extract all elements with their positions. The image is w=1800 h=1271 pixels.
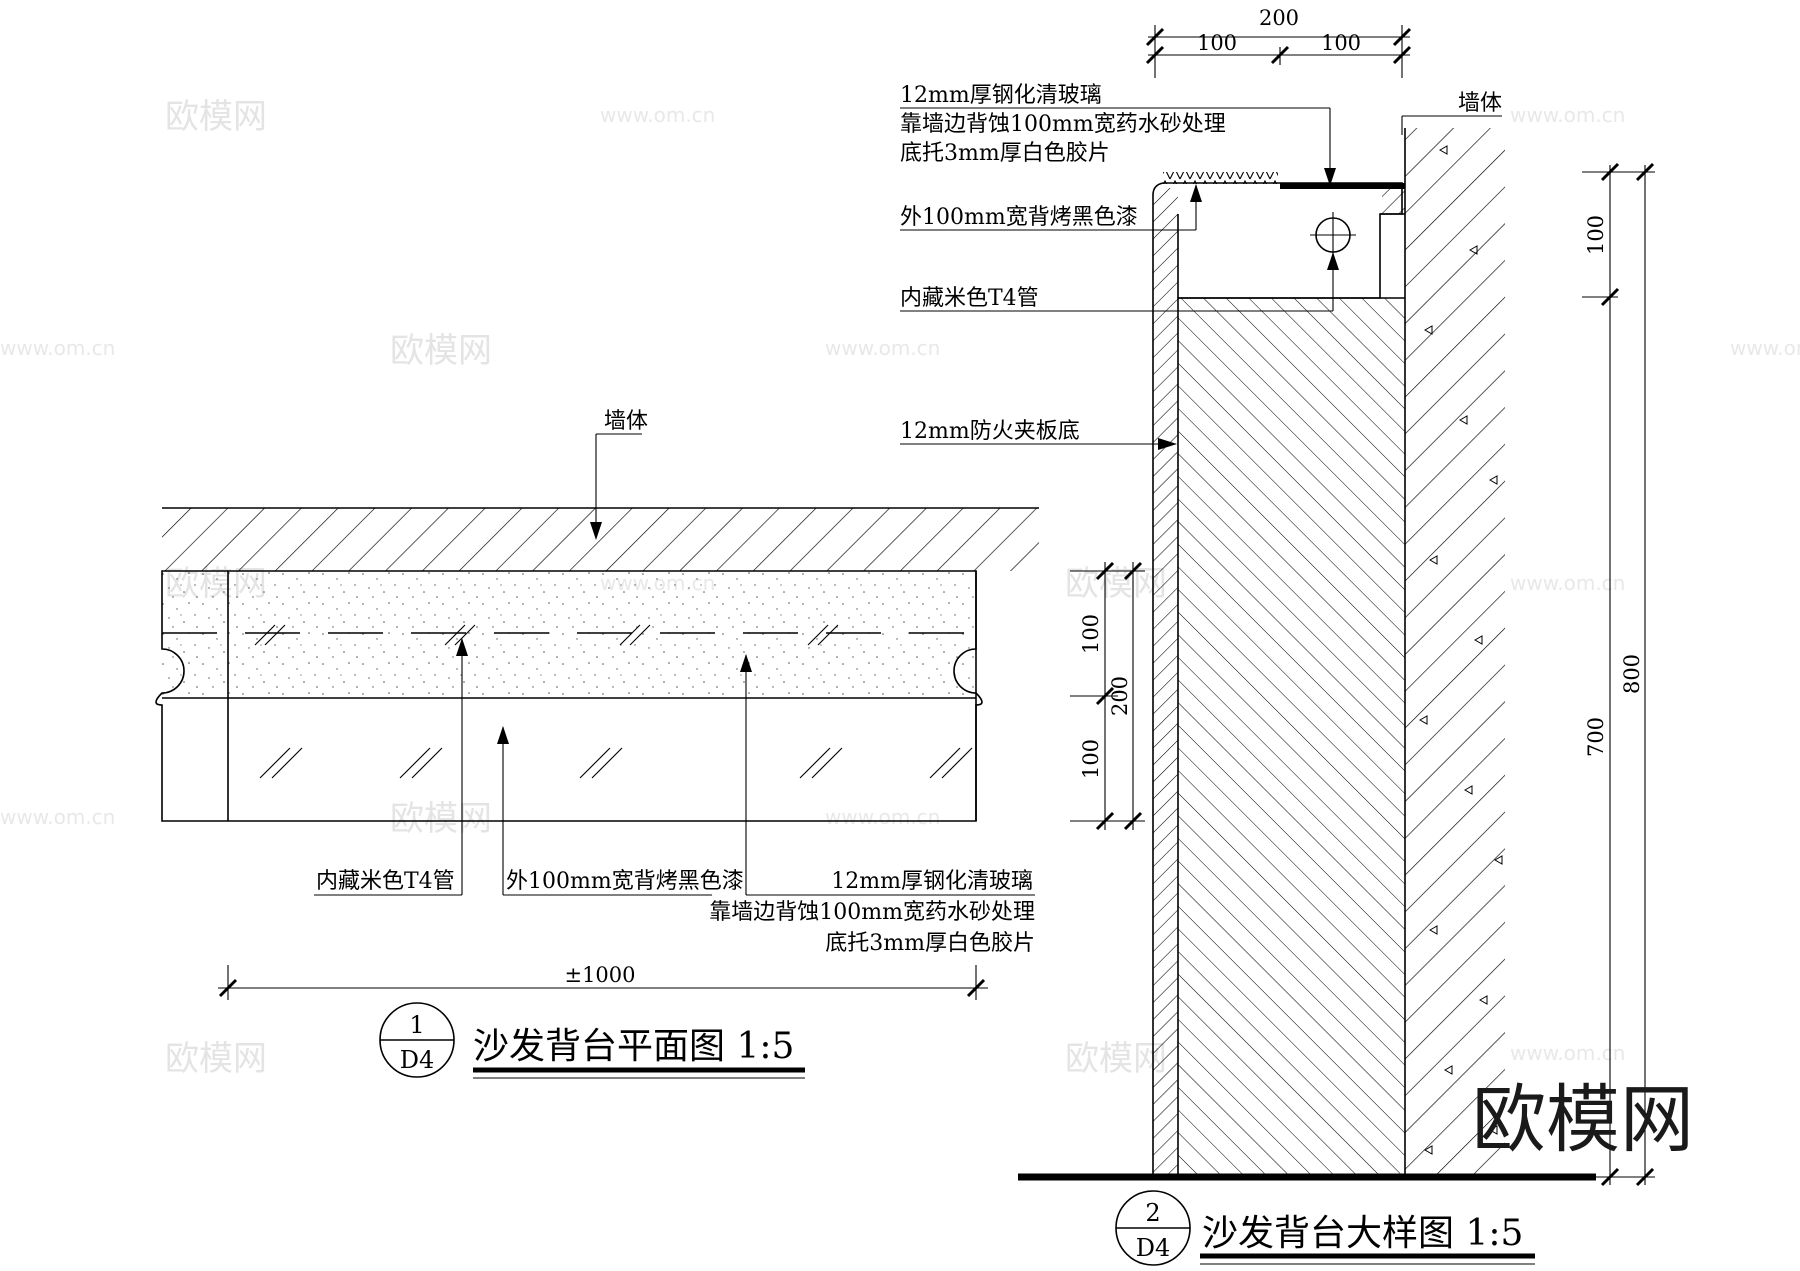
plan-dim-left-200: 200 xyxy=(1108,676,1132,716)
watermark-logo: 欧模网 xyxy=(1065,564,1167,604)
watermark-url: www.om.cn xyxy=(0,805,115,829)
plan-dim-left-100b: 100 xyxy=(1079,739,1103,779)
plan-bubble-sheet: D4 xyxy=(400,1046,435,1074)
watermark-url: www.om.cn xyxy=(0,336,115,360)
plan-dim-left-100a: 100 xyxy=(1079,614,1103,654)
watermark-url: www.om.cn xyxy=(825,805,940,829)
detail-dim-top-total: 200 xyxy=(1259,6,1299,30)
watermark-logo: 欧模网 xyxy=(390,331,492,371)
plan-frosted-band xyxy=(162,571,976,698)
detail-glass-top xyxy=(1163,172,1278,184)
detail-view: 200 100 100 100 700 800 墙体 12mm厚钢化清玻璃 靠墙… xyxy=(900,6,1655,1266)
detail-callout-t4-tube: 内藏米色T4管 xyxy=(900,286,1039,311)
detail-board-skin-right xyxy=(1382,188,1405,214)
detail-callout-glass-2: 靠墙边背蚀100mm宽药水砂处理 xyxy=(900,112,1226,137)
watermark-logo: 欧模网 xyxy=(1065,1039,1167,1079)
detail-dimension-right xyxy=(1582,162,1655,1187)
plan-dim-width-text: ±1000 xyxy=(564,963,635,987)
watermark-url: www.om.cn xyxy=(1510,571,1625,595)
plan-leaders xyxy=(314,638,1035,896)
plan-callout-t4-tube: 内藏米色T4管 xyxy=(316,869,455,894)
detail-callout-glass-3: 底托3mm厚白色胶片 xyxy=(900,141,1110,166)
detail-title-block xyxy=(1115,1190,1535,1266)
detail-wall-label: 墙体 xyxy=(1458,91,1502,116)
detail-core xyxy=(1178,298,1405,1175)
plan-callout-glass-2: 靠墙边背蚀100mm宽药水砂处理 xyxy=(709,900,1035,925)
plan-callout-glass-3: 底托3mm厚白色胶片 xyxy=(825,931,1035,956)
watermark-logo: 欧模网 xyxy=(165,97,267,137)
watermark-url: www.om.cn xyxy=(1510,103,1625,127)
watermark-logo: 欧模网 xyxy=(390,799,492,839)
watermark-logo: 欧模网 xyxy=(165,1039,267,1079)
plan-bubble-number: 1 xyxy=(409,1011,424,1039)
plan-wall-hatch xyxy=(162,508,1039,571)
plan-dimension-left xyxy=(1070,561,1145,831)
detail-callout-black-paint: 外100mm宽背烤黑色漆 xyxy=(900,205,1138,230)
watermark-url: www.om.cn xyxy=(600,103,715,127)
plan-callout-black-paint: 外100mm宽背烤黑色漆 xyxy=(506,869,744,894)
detail-wall-aggregate xyxy=(1418,145,1503,1155)
detail-bubble-number: 2 xyxy=(1145,1199,1160,1227)
detail-dim-top-left: 100 xyxy=(1197,31,1237,55)
detail-title: 沙发背台大样图 1:5 xyxy=(1202,1213,1523,1254)
detail-wall-hatch xyxy=(1405,128,1505,1175)
detail-board-skin xyxy=(1153,188,1178,1175)
plan-callout-glass-1: 12mm厚钢化清玻璃 xyxy=(831,869,1033,894)
plan-wall-label: 墙体 xyxy=(604,409,648,434)
plan-glass-marks xyxy=(254,624,973,779)
plan-title: 沙发背台平面图 1:5 xyxy=(473,1026,794,1067)
plan-dimension-width xyxy=(218,965,988,1000)
detail-callout-board: 12mm防火夹板底 xyxy=(900,419,1080,444)
plan-view: 墙体 内藏米色T4管 外100mm宽背烤黑色漆 12mm厚钢化清玻璃 靠墙边背蚀… xyxy=(155,409,1145,1079)
plan-title-block xyxy=(379,1002,805,1079)
detail-dimension-top xyxy=(1145,25,1412,78)
detail-callout-glass-1: 12mm厚钢化清玻璃 xyxy=(900,83,1102,108)
detail-dim-right-700: 700 xyxy=(1584,717,1608,757)
detail-dim-top-right: 100 xyxy=(1321,31,1361,55)
corner-brand-logo: 欧模网 xyxy=(1472,1077,1694,1163)
detail-bubble-sheet: D4 xyxy=(1136,1234,1171,1262)
detail-dim-right-100: 100 xyxy=(1584,215,1608,255)
watermark-url: www.om.cn xyxy=(1730,336,1800,360)
watermark-url: www.om.cn xyxy=(1510,1041,1625,1065)
detail-dim-right-800: 800 xyxy=(1620,654,1644,694)
watermark-url: www.om.cn xyxy=(825,336,940,360)
